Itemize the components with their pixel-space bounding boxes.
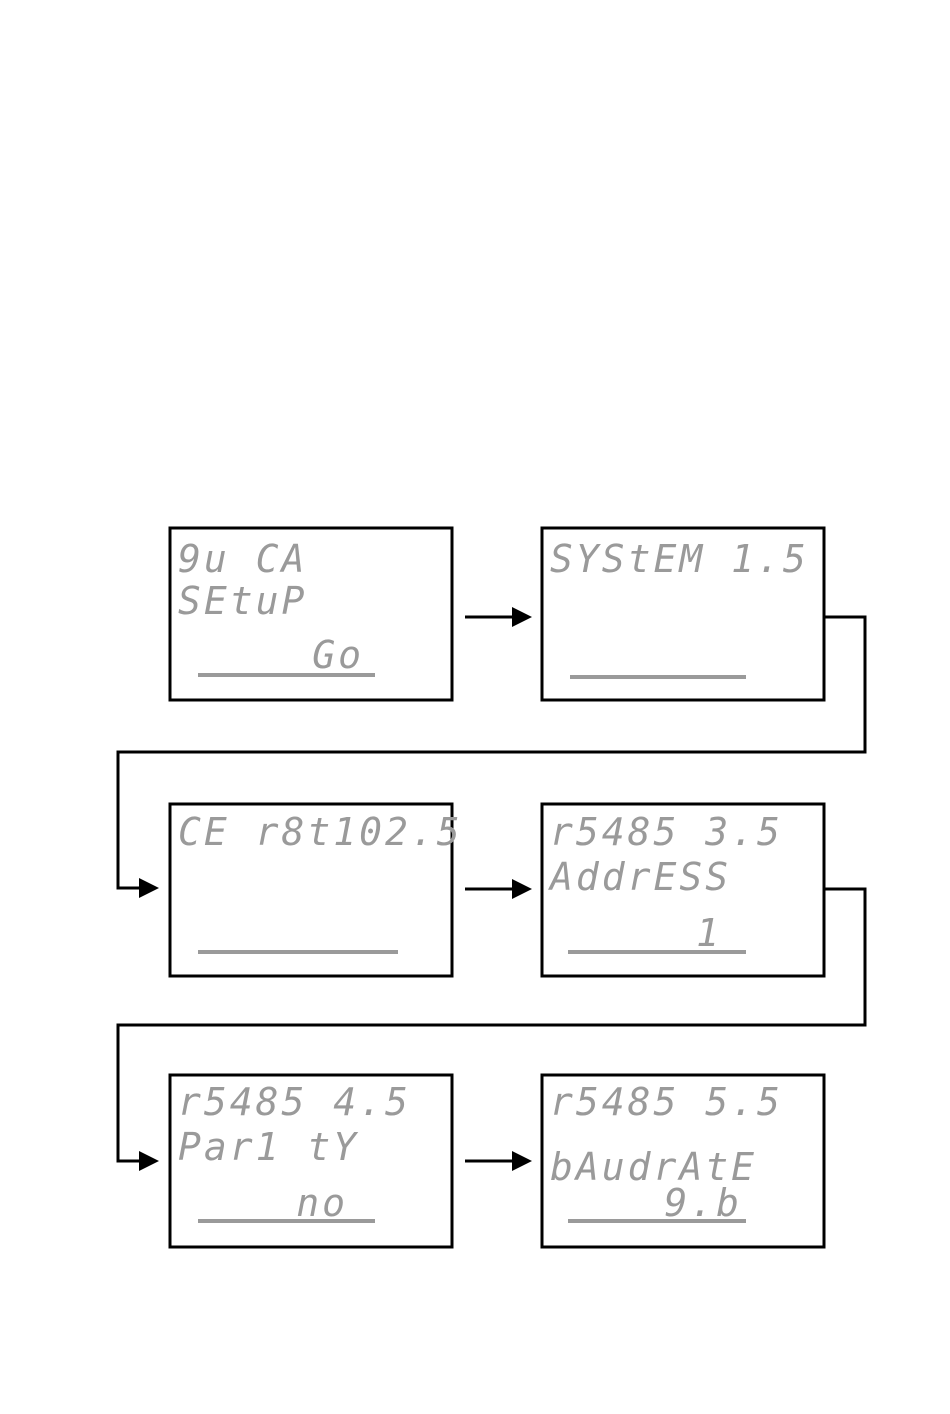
arrowhead-icon (512, 607, 532, 627)
lcd-line-2: AddrESS (548, 855, 731, 899)
arrowhead-icon (512, 879, 532, 899)
lcd-line-1: r5485 3.5 (550, 810, 783, 854)
lcd-value: no (296, 1181, 348, 1225)
arrowhead-icon (139, 1151, 159, 1171)
arrowhead-icon (512, 1151, 532, 1171)
lcd-line-1: SYStEM 1.5 (550, 537, 809, 581)
lcd-line-2: Par1 tY (178, 1125, 359, 1169)
lcd-line-1: 9u CA (178, 537, 307, 581)
arrow-1-to-2 (465, 607, 532, 627)
lcd-screen-rs485-address: r5485 3.5 AddrESS 1 (542, 804, 824, 976)
lcd-screen-setup: 9u CA SEtuP Go (170, 528, 452, 700)
lcd-screen-system: SYStEM 1.5 (542, 528, 824, 700)
lcd-value: 9.b (664, 1181, 742, 1225)
lcd-screen-rs485-parity: r5485 4.5 Par1 tY no (170, 1075, 452, 1247)
lcd-line-2: SEtuP (178, 579, 307, 623)
arrow-5-to-6 (465, 1151, 532, 1171)
lcd-line-1: r5485 4.5 (178, 1080, 411, 1124)
arrowhead-icon (139, 878, 159, 898)
lcd-value: 1 (696, 911, 722, 955)
lcd-screen-ce-rbt: CE r8t102.5 (170, 804, 463, 976)
lcd-line-1: CE r8t102.5 (178, 810, 463, 854)
lcd-line-1: r5485 5.5 (550, 1080, 783, 1124)
lcd-screen-rs485-baudrate: r5485 5.5 bAudrAtE 9.b (542, 1075, 824, 1247)
lcd-value: Go (312, 633, 364, 677)
arrow-3-to-4 (465, 879, 532, 899)
